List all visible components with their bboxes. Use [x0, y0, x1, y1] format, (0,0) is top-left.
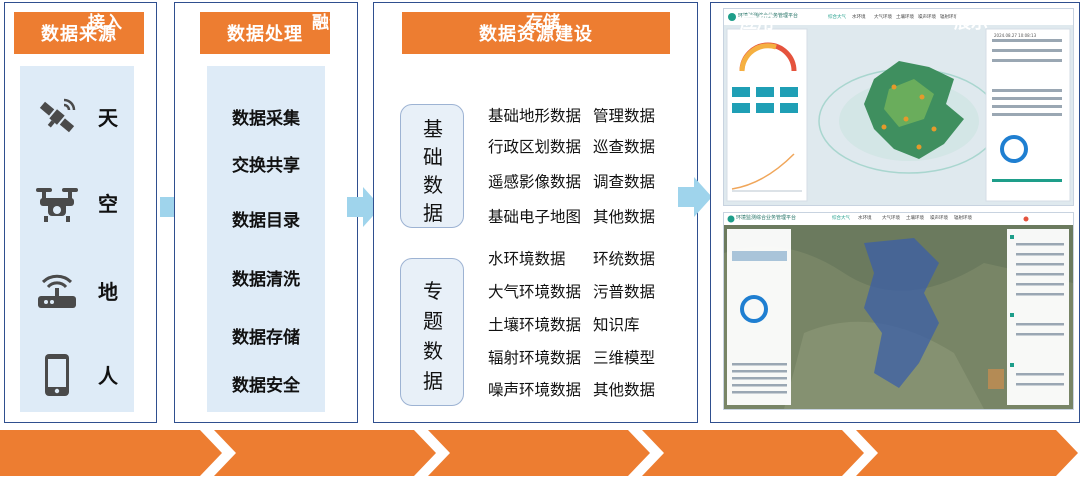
source-item-human: 人: [20, 346, 140, 406]
basic-data-item: 行政区划数据: [488, 138, 582, 156]
source-label-sky: 天: [98, 106, 118, 130]
top-screen-tab[interactable]: 辐射环境: [940, 15, 958, 20]
basic-data-item: 基础电子地图: [488, 208, 582, 226]
flow-label-display: 展示: [954, 13, 988, 33]
category-char: 数: [423, 339, 443, 363]
top-screen-tab[interactable]: 土壤环境: [896, 15, 914, 20]
flow-label-application: 应用: [740, 13, 774, 33]
thematic-data-item: 三维模型: [593, 349, 656, 367]
source-item-ground: 地: [20, 262, 140, 322]
data-processing-title: 数据处理: [200, 12, 330, 54]
process-item: 数据目录: [232, 211, 300, 231]
thematic-data-item: 大气环境数据: [488, 283, 582, 301]
flow-arrow: [678, 177, 712, 217]
top-screen-tab[interactable]: 大气环境: [874, 15, 892, 20]
data-processing-list: 数据采集 交换共享 数据目录 数据清洗 数据存储 数据安全: [207, 66, 325, 412]
flow-arrow: [347, 187, 381, 227]
top-screen-tab[interactable]: 水环境: [852, 15, 866, 20]
top-screen-tab[interactable]: 噪声环境: [918, 15, 936, 20]
category-char: 据: [423, 201, 443, 225]
bottom-screen-tab[interactable]: 大气环境: [882, 216, 900, 221]
basic-data-item: 管理数据: [593, 107, 656, 125]
flow-chevron-fusion: [214, 430, 436, 476]
thematic-data-item: 环统数据: [593, 250, 656, 268]
dashboard-thumbnail: [724, 9, 1073, 205]
smartphone-icon: [45, 354, 69, 396]
dashboard-screenshot-top: 环境监测综合业务管理平台 综合大气 水环境 大气环境 土壤环境 噪声环境 辐射环…: [723, 8, 1074, 206]
router-icon: [38, 274, 76, 308]
data-source-title: 数据来源: [14, 12, 144, 54]
process-item: 交换共享: [232, 156, 300, 176]
basic-data-item: 调查数据: [593, 173, 656, 191]
thematic-data-item: 土壤环境数据: [488, 316, 582, 334]
source-label-ground: 地: [98, 280, 118, 304]
source-item-sky: 天: [20, 88, 140, 148]
thematic-data-category: 专 题 数 据: [400, 258, 464, 406]
flow-label-access: 接入: [88, 13, 122, 33]
process-item: 数据存储: [232, 328, 300, 348]
bottom-screen-title: 环境监测综合业务管理平台: [736, 215, 797, 221]
category-char: 专: [423, 279, 443, 303]
bottom-screen-tab[interactable]: 辐射环境: [954, 216, 972, 221]
thematic-data-item: 知识库: [593, 316, 640, 334]
process-item: 数据安全: [232, 376, 300, 396]
basic-data-item: 基础地形数据: [488, 107, 582, 125]
category-char: 础: [423, 145, 443, 169]
flow-chevron-storage: [428, 430, 650, 476]
data-resource-title: 数据资源建设: [402, 12, 670, 54]
flow-chevron-display: [856, 430, 1078, 476]
satellite-icon: [39, 98, 76, 133]
category-char: 数: [423, 173, 443, 197]
flow-label-fusion: 融合: [312, 13, 346, 33]
basic-data-item: 其他数据: [593, 208, 656, 226]
flow-chevron-application: [642, 430, 864, 476]
source-item-air: 空: [20, 174, 140, 234]
bottom-screen-tab[interactable]: 水环境: [858, 216, 872, 221]
category-char: 基: [423, 117, 443, 141]
thematic-data-item: 其他数据: [593, 381, 656, 399]
bottom-screen-tab[interactable]: 噪声环境: [930, 216, 948, 221]
thematic-data-item: 辐射环境数据: [488, 349, 582, 367]
basic-data-item: 巡查数据: [593, 138, 656, 156]
top-screen-title: 环境监测综合业务管理平台: [738, 13, 799, 19]
bottom-screen-tab[interactable]: 综合大气: [832, 216, 850, 221]
flow-label-storage: 存储: [526, 13, 560, 33]
thematic-data-item: 污普数据: [593, 283, 656, 301]
map-thumbnail: [724, 213, 1073, 409]
top-screen-tab[interactable]: 综合大气: [828, 15, 846, 20]
process-item: 数据采集: [232, 109, 300, 129]
thematic-data-item: 水环境数据: [488, 250, 566, 268]
flow-chevron-access: [0, 430, 222, 476]
bottom-screen-tab[interactable]: 土壤环境: [906, 216, 924, 221]
drone-icon: [36, 188, 78, 222]
basic-data-item: 遥感影像数据: [488, 173, 582, 191]
basic-data-category: 基 础 数 据: [400, 104, 464, 228]
dashboard-screenshot-bottom: 环境监测综合业务管理平台 综合大气 水环境 大气环境 土壤环境 噪声环境 辐射环…: [723, 212, 1074, 410]
process-item: 数据清洗: [232, 270, 300, 290]
data-source-list: 天 空: [20, 66, 134, 412]
category-char: 据: [423, 369, 443, 393]
thematic-data-item: 噪声环境数据: [488, 381, 582, 399]
category-char: 题: [423, 309, 443, 333]
source-label-human: 人: [98, 364, 118, 388]
source-label-air: 空: [98, 192, 118, 216]
top-screen-date: 2024.08.27 10:08:13: [994, 33, 1037, 38]
